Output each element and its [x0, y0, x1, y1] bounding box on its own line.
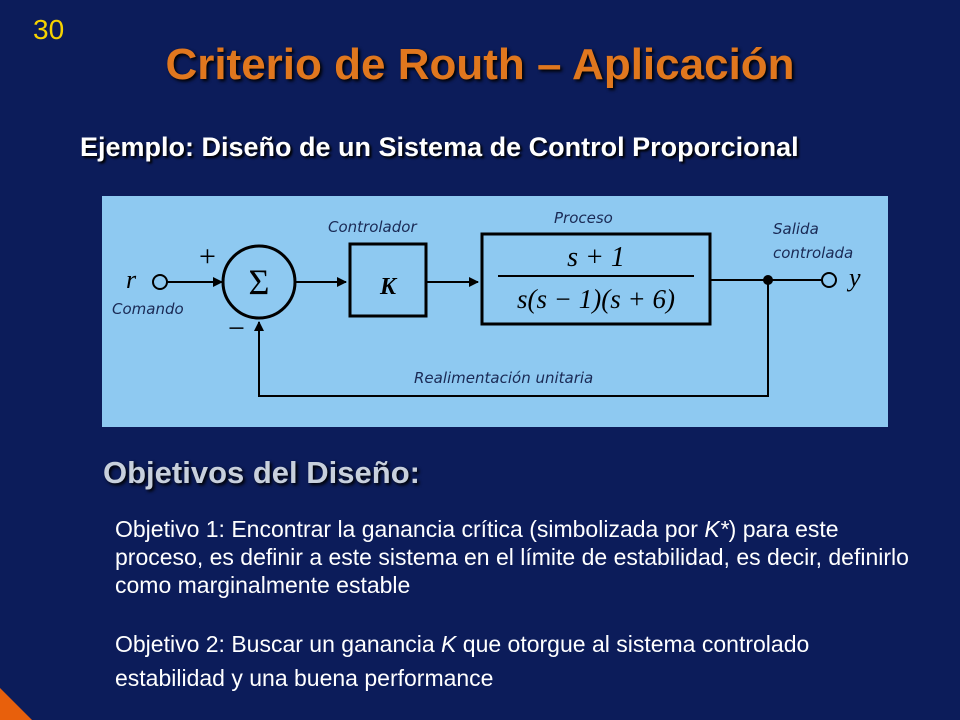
objective-2-text-a: Objetivo 2: Buscar un ganancia [115, 631, 442, 657]
slide-subtitle: Ejemplo: Diseño de un Sistema de Control… [80, 132, 799, 162]
slide-title: Criterio de Routh – Aplicación [165, 40, 795, 89]
slide-number: 30 [33, 14, 65, 45]
corner-accent [0, 688, 32, 720]
objectives-heading: Objetivos del Diseño: [103, 455, 420, 490]
tf-numerator: s + 1 [567, 242, 625, 273]
objective-2-text-b: que otorgue al sistema controlado estabi… [115, 631, 810, 691]
output-symbol: y [846, 263, 861, 292]
gain-symbol: K [379, 274, 398, 300]
minus-sign: − [228, 312, 245, 345]
objective-1-symbol: K* [704, 516, 729, 542]
output-node [821, 272, 837, 288]
block-diagram-svg: r Comando Σ + − K Controlador s + 1 s(s … [112, 209, 861, 397]
objective-2: Objetivo 2: Buscar un ganancia K que oto… [115, 627, 915, 695]
input-symbol: r [126, 265, 137, 294]
output-label-line2: controlada [773, 244, 853, 262]
objective-1-text-a: Objetivo 1: Encontrar la ganancia crític… [115, 516, 705, 542]
process-label: Proceso [554, 209, 613, 227]
input-node [152, 274, 168, 290]
objective-2-symbol: K [441, 631, 457, 657]
feedback-path [254, 280, 769, 397]
output-label-line1: Salida [773, 220, 819, 238]
objective-1-text-b: ) para este proceso, es definir a este s… [115, 516, 909, 598]
block-diagram: r Comando Σ + − K Controlador s + 1 s(s … [102, 196, 888, 427]
objective-1: Objetivo 1: Encontrar la ganancia crític… [115, 515, 915, 599]
controller-label: Controlador [328, 218, 417, 236]
tf-denominator: s(s − 1)(s + 6) [517, 284, 675, 314]
command-label: Comando [112, 300, 184, 318]
feedback-label: Realimentación unitaria [414, 369, 593, 387]
plus-sign: + [199, 240, 216, 273]
sum-symbol: Σ [249, 262, 270, 302]
controller-block [348, 242, 428, 318]
